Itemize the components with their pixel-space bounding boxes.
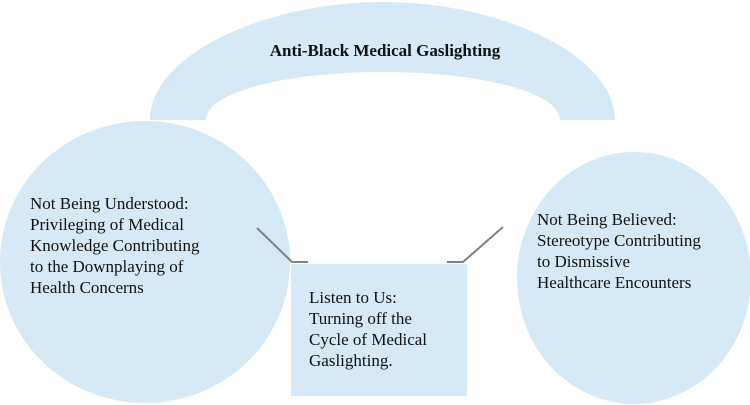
center-node-label: Listen to Us: Turning off the Cycle of M… (309, 288, 428, 370)
diagram-title: Anti-Black Medical Gaslighting (269, 41, 501, 60)
left-node-label: Not Being Understood: Privileging of Med… (30, 194, 200, 297)
arch-shape (150, 2, 615, 120)
left-connector (256, 227, 308, 263)
left-circle (0, 121, 290, 403)
center-box (291, 264, 467, 396)
right-circle (517, 152, 750, 404)
right-connector (447, 226, 504, 263)
right-node-label: Not Being Believed: Stereotype Contribut… (537, 210, 701, 292)
